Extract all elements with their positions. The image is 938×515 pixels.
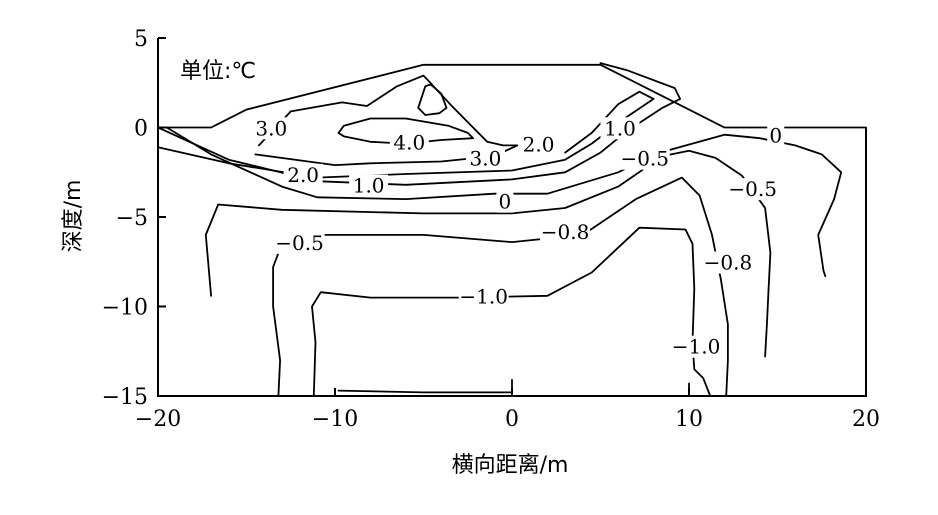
y-tick-label-0: 5 [134, 27, 148, 52]
unit-note: 单位:℃ [180, 59, 256, 84]
contour-label-bg-12 [540, 221, 591, 244]
contour-label-1: 3.0 [255, 116, 287, 140]
contour-label-bg-5 [283, 163, 323, 186]
contour-line-9 [337, 389, 513, 394]
contour-line-5 [165, 126, 843, 278]
axis-frame [157, 38, 867, 397]
contour-label-14: −1.0 [459, 285, 508, 309]
contour-label-bg-10 [727, 178, 778, 201]
x-tick-label-0: −20 [135, 407, 181, 432]
contour-label-bg-11 [274, 231, 325, 254]
contour-label-bg-15 [671, 335, 722, 358]
contour-label-6: 1.0 [353, 174, 385, 198]
contour-label-9: −0.5 [620, 147, 669, 171]
x-tick-label-3: 10 [675, 407, 703, 432]
contour-label-bg-2 [465, 147, 505, 170]
y-tick-label-2: −5 [116, 206, 148, 231]
x-axis-title: 横向距离/m [452, 453, 569, 478]
contour-label-11: −0.5 [275, 231, 324, 255]
x-tick-label-1: −10 [312, 407, 358, 432]
contour-label-4: 1.0 [604, 116, 636, 140]
contour-label-bg-1 [251, 117, 291, 140]
contour-label-8: 0 [769, 123, 782, 147]
contour-label-7: 0 [499, 190, 512, 214]
contour-label-10: −0.5 [728, 177, 777, 201]
y-tick-label-1: 0 [134, 117, 148, 142]
x-tick-label-2: 0 [505, 407, 519, 432]
contour-label-bg-9 [619, 147, 670, 170]
contour-line-2 [254, 74, 519, 167]
x-tick-label-4: 20 [852, 407, 880, 432]
contour-label-15: −1.0 [672, 335, 721, 359]
contour-line-0 [337, 117, 475, 145]
y-tick-label-3: −10 [102, 296, 148, 321]
contour-label-bg-13 [702, 251, 753, 274]
axis-ticks: −20 −10 0 10 20 5 0 −5 −10 −15 [102, 27, 880, 432]
contour-label-bg-8 [767, 124, 785, 147]
contour-label-5: 2.0 [287, 163, 319, 187]
y-axis-title: 深度/m [61, 180, 86, 253]
y-tick-label-4: −15 [102, 385, 148, 410]
contour-line-1 [417, 83, 448, 116]
contour-label-bg-14 [458, 285, 509, 308]
contour-label-13: −0.8 [704, 251, 753, 275]
contour-label-bg-0 [389, 131, 429, 154]
contour-label-bg-7 [496, 190, 514, 213]
contour-label-12: −0.8 [541, 220, 590, 244]
contour-label-2: 3.0 [470, 147, 502, 171]
contour-label-3: 2.0 [523, 132, 555, 156]
contour-label-0: 4.0 [393, 131, 425, 155]
contour-label-bg-4 [600, 117, 640, 140]
contour-line-8 [311, 226, 712, 397]
contour-label-bg-6 [349, 174, 389, 197]
contour-label-bg-3 [519, 133, 559, 156]
